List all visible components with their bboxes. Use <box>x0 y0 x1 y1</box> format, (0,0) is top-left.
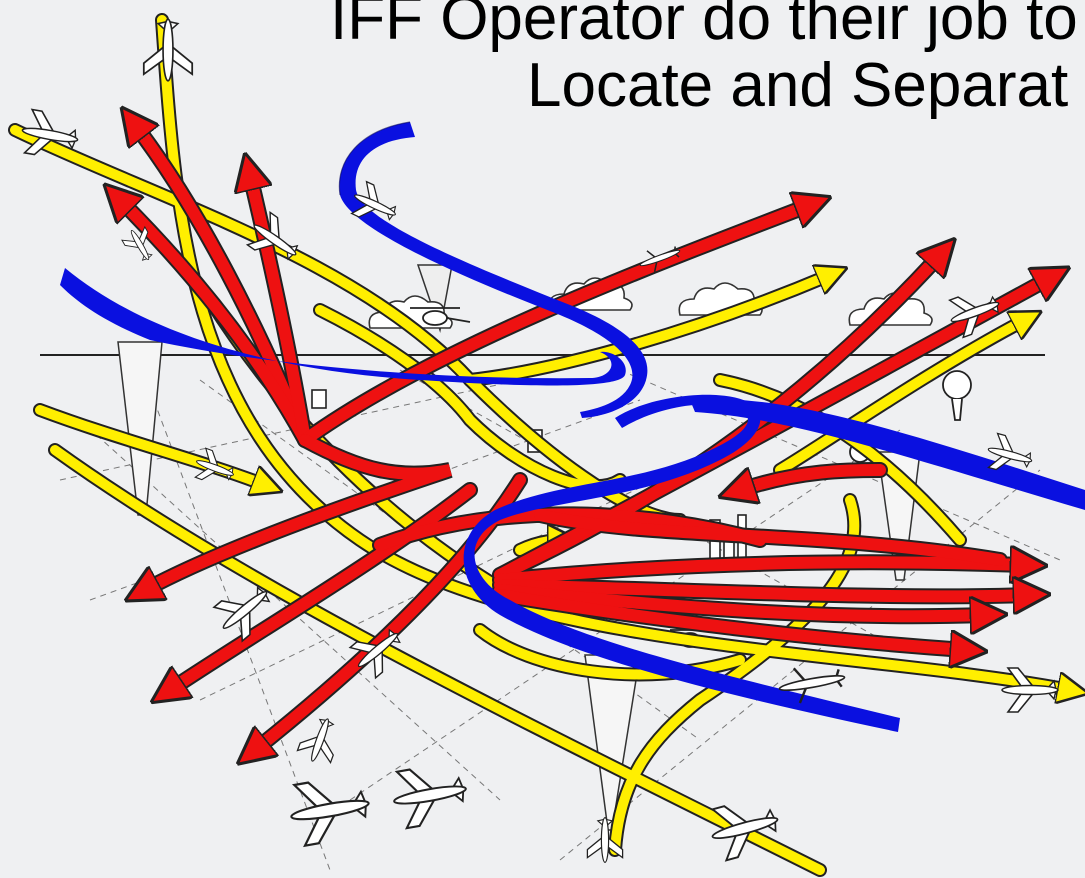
blue-track-outlines <box>338 121 411 196</box>
blue-tracks <box>60 122 1085 732</box>
slide-title-line-1: IFF Operator do their job to <box>330 0 1078 53</box>
red-tracks <box>120 125 1050 750</box>
clouds <box>368 277 933 329</box>
slide-title-line-2: Locate and Separat <box>527 51 1069 120</box>
yellow-tracks <box>8 13 1070 877</box>
